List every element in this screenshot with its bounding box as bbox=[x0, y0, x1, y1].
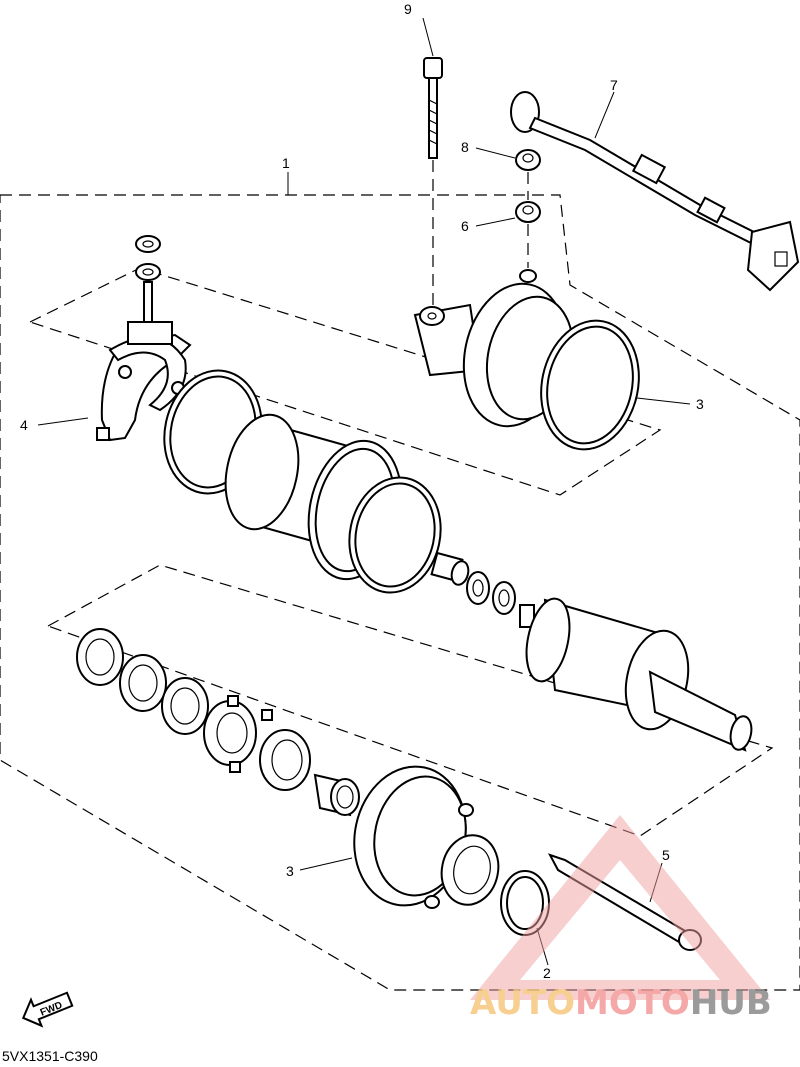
front-cover-upper bbox=[413, 269, 640, 451]
callout-7: 7 bbox=[610, 77, 618, 93]
needle-bearing bbox=[313, 773, 360, 817]
oil-seal bbox=[259, 729, 311, 791]
nut-6 bbox=[515, 201, 541, 223]
callout-3-upper: 3 bbox=[696, 396, 704, 412]
leader-3-upper bbox=[636, 397, 691, 405]
leader-3-lower bbox=[299, 857, 353, 871]
washer-armature-1 bbox=[466, 571, 490, 605]
leader-9 bbox=[422, 17, 434, 57]
washer-upper-2 bbox=[135, 263, 161, 281]
shim-lower-3 bbox=[161, 677, 209, 735]
watermark-moto: MOTO bbox=[575, 983, 690, 1023]
callout-5: 5 bbox=[662, 847, 670, 863]
leader-7 bbox=[594, 91, 615, 139]
leader-4 bbox=[37, 417, 89, 426]
callout-4: 4 bbox=[20, 417, 28, 433]
watermark-triangle-icon bbox=[470, 815, 770, 1000]
callout-6: 6 bbox=[461, 218, 469, 234]
starter-cable-7 bbox=[510, 91, 800, 292]
fwd-arrow-icon: FWD bbox=[21, 991, 74, 1028]
callout-3-lower: 3 bbox=[286, 863, 294, 879]
watermark-auto: AUTO bbox=[470, 983, 575, 1023]
washer-upper-1 bbox=[135, 235, 161, 253]
rear-cover-lower bbox=[353, 765, 500, 909]
shim-lower-1 bbox=[76, 628, 124, 686]
o-ring-middle bbox=[348, 476, 442, 594]
callout-8: 8 bbox=[461, 139, 469, 155]
lock-washer bbox=[203, 695, 273, 773]
bushing bbox=[430, 551, 470, 586]
leader-6 bbox=[475, 217, 516, 227]
lower-group-plane bbox=[46, 564, 774, 837]
callout-1: 1 bbox=[282, 155, 290, 171]
nut-8 bbox=[515, 149, 541, 171]
bolt-9 bbox=[423, 57, 443, 305]
washer-armature-2 bbox=[492, 581, 516, 615]
callout-9: 9 bbox=[404, 1, 412, 17]
shim-lower-2 bbox=[119, 654, 167, 712]
armature bbox=[519, 597, 753, 752]
assembly-boundary bbox=[0, 194, 800, 991]
watermark-logo: AUTOMOTOHUB bbox=[470, 815, 772, 1023]
upper-group-plane bbox=[28, 267, 662, 496]
callout-2: 2 bbox=[543, 965, 551, 981]
svg-text:AUTOMOTOHUB: AUTOMOTOHUB bbox=[470, 983, 772, 1023]
leader-8 bbox=[475, 147, 516, 159]
diagram-reference-code: 5VX1351-C390 bbox=[2, 1048, 98, 1064]
watermark-hub: HUB bbox=[690, 983, 772, 1023]
